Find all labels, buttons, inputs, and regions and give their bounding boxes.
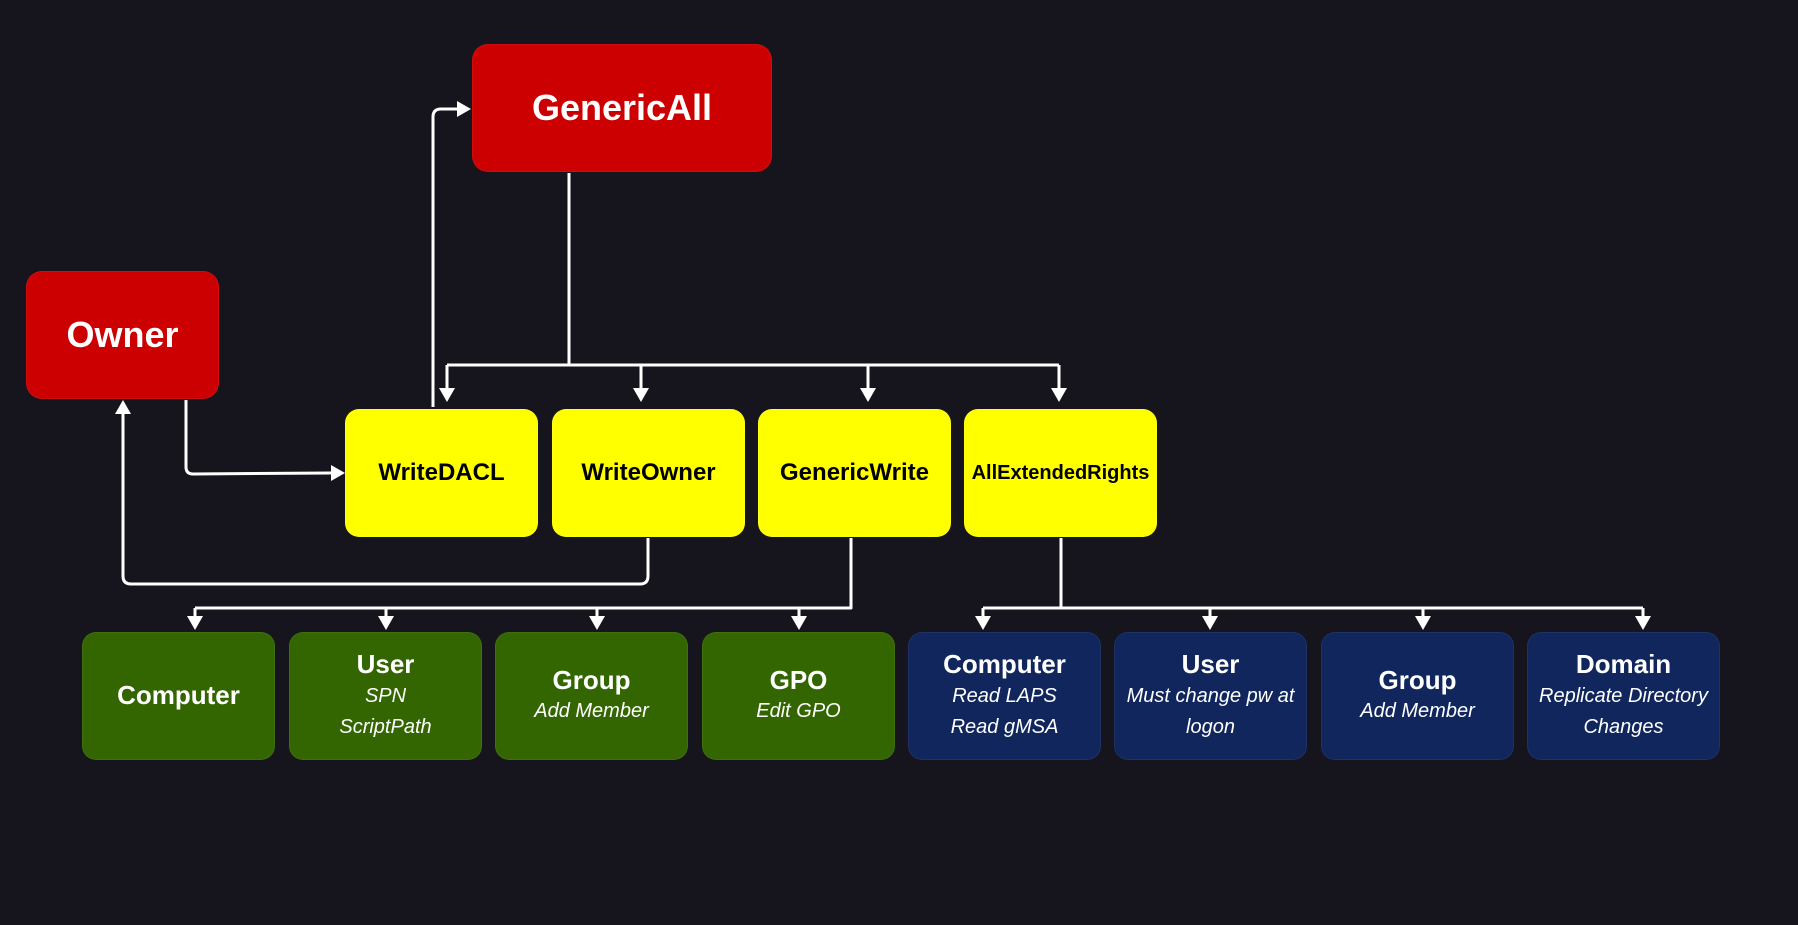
arrow-head bbox=[457, 101, 471, 117]
node-detail: Must change pw at bbox=[1126, 684, 1295, 707]
arrow-head bbox=[633, 388, 649, 402]
node-allextendedrights[interactable]: AllExtendedRights bbox=[964, 409, 1157, 537]
edge-owner-writedacl bbox=[184, 400, 332, 476]
node-allextendedrights-domain[interactable]: Domain Replicate Directory Changes bbox=[1527, 632, 1720, 760]
arrow-head bbox=[187, 616, 203, 630]
node-title: Owner bbox=[66, 314, 179, 356]
arrow-head bbox=[115, 400, 131, 414]
node-detail: Edit GPO bbox=[756, 700, 841, 723]
node-genericwrite-computer[interactable]: Computer bbox=[82, 632, 275, 760]
node-title: Computer bbox=[117, 680, 240, 711]
arrow-head bbox=[975, 616, 991, 630]
node-title: GenericAll bbox=[531, 87, 713, 129]
node-detail: logon bbox=[1186, 715, 1235, 738]
edge-genericwrite-bus bbox=[195, 538, 853, 610]
node-title: Computer bbox=[943, 649, 1066, 680]
node-genericwrite[interactable]: GenericWrite bbox=[758, 409, 951, 537]
arrow-head bbox=[860, 388, 876, 402]
node-genericwrite-group[interactable]: Group Add Member bbox=[495, 632, 688, 760]
node-title: User bbox=[356, 649, 415, 680]
node-genericwrite-gpo[interactable]: GPO Edit GPO bbox=[702, 632, 895, 760]
node-detail: Read LAPS bbox=[952, 684, 1057, 707]
node-detail: Read gMSA bbox=[950, 715, 1059, 738]
node-writedacl[interactable]: WriteDACL bbox=[345, 409, 538, 537]
arrow-head bbox=[1415, 616, 1431, 630]
edge-writedacl-genericall bbox=[431, 107, 457, 407]
node-genericall[interactable]: GenericAll bbox=[472, 44, 772, 172]
node-title: Domain bbox=[1575, 649, 1672, 680]
node-allextendedrights-user[interactable]: User Must change pw at logon bbox=[1114, 632, 1307, 760]
node-title: WriteDACL bbox=[378, 458, 505, 486]
node-title: AllExtendedRights bbox=[971, 462, 1150, 484]
node-title: GPO bbox=[769, 664, 828, 695]
node-title: WriteOwner bbox=[581, 458, 716, 486]
node-allextendedrights-computer[interactable]: Computer Read LAPS Read gMSA bbox=[908, 632, 1101, 760]
edge-writeowner-owner bbox=[121, 414, 650, 586]
node-detail: Add Member bbox=[534, 700, 649, 723]
node-owner[interactable]: Owner bbox=[26, 271, 219, 399]
node-detail: SPN bbox=[364, 684, 407, 707]
node-detail: Add Member bbox=[1360, 700, 1475, 723]
node-detail: Replicate Directory bbox=[1539, 684, 1708, 707]
arrow-head bbox=[1202, 616, 1218, 630]
node-title: Group bbox=[552, 664, 631, 695]
arrow-head bbox=[1635, 616, 1651, 630]
node-genericwrite-user[interactable]: User SPN ScriptPath bbox=[289, 632, 482, 760]
arrow-head bbox=[439, 388, 455, 402]
arrow-head bbox=[1051, 388, 1067, 402]
arrow-head bbox=[378, 616, 394, 630]
node-title: User bbox=[1181, 649, 1240, 680]
node-title: GenericWrite bbox=[780, 458, 929, 486]
node-title: Group bbox=[1378, 664, 1457, 695]
arrow-head bbox=[331, 465, 345, 481]
arrow-head bbox=[791, 616, 807, 630]
node-allextendedrights-group[interactable]: Group Add Member bbox=[1321, 632, 1514, 760]
node-detail: ScriptPath bbox=[339, 715, 432, 738]
node-writeowner[interactable]: WriteOwner bbox=[552, 409, 745, 537]
arrow-head bbox=[589, 616, 605, 630]
node-detail: Changes bbox=[1583, 715, 1664, 738]
